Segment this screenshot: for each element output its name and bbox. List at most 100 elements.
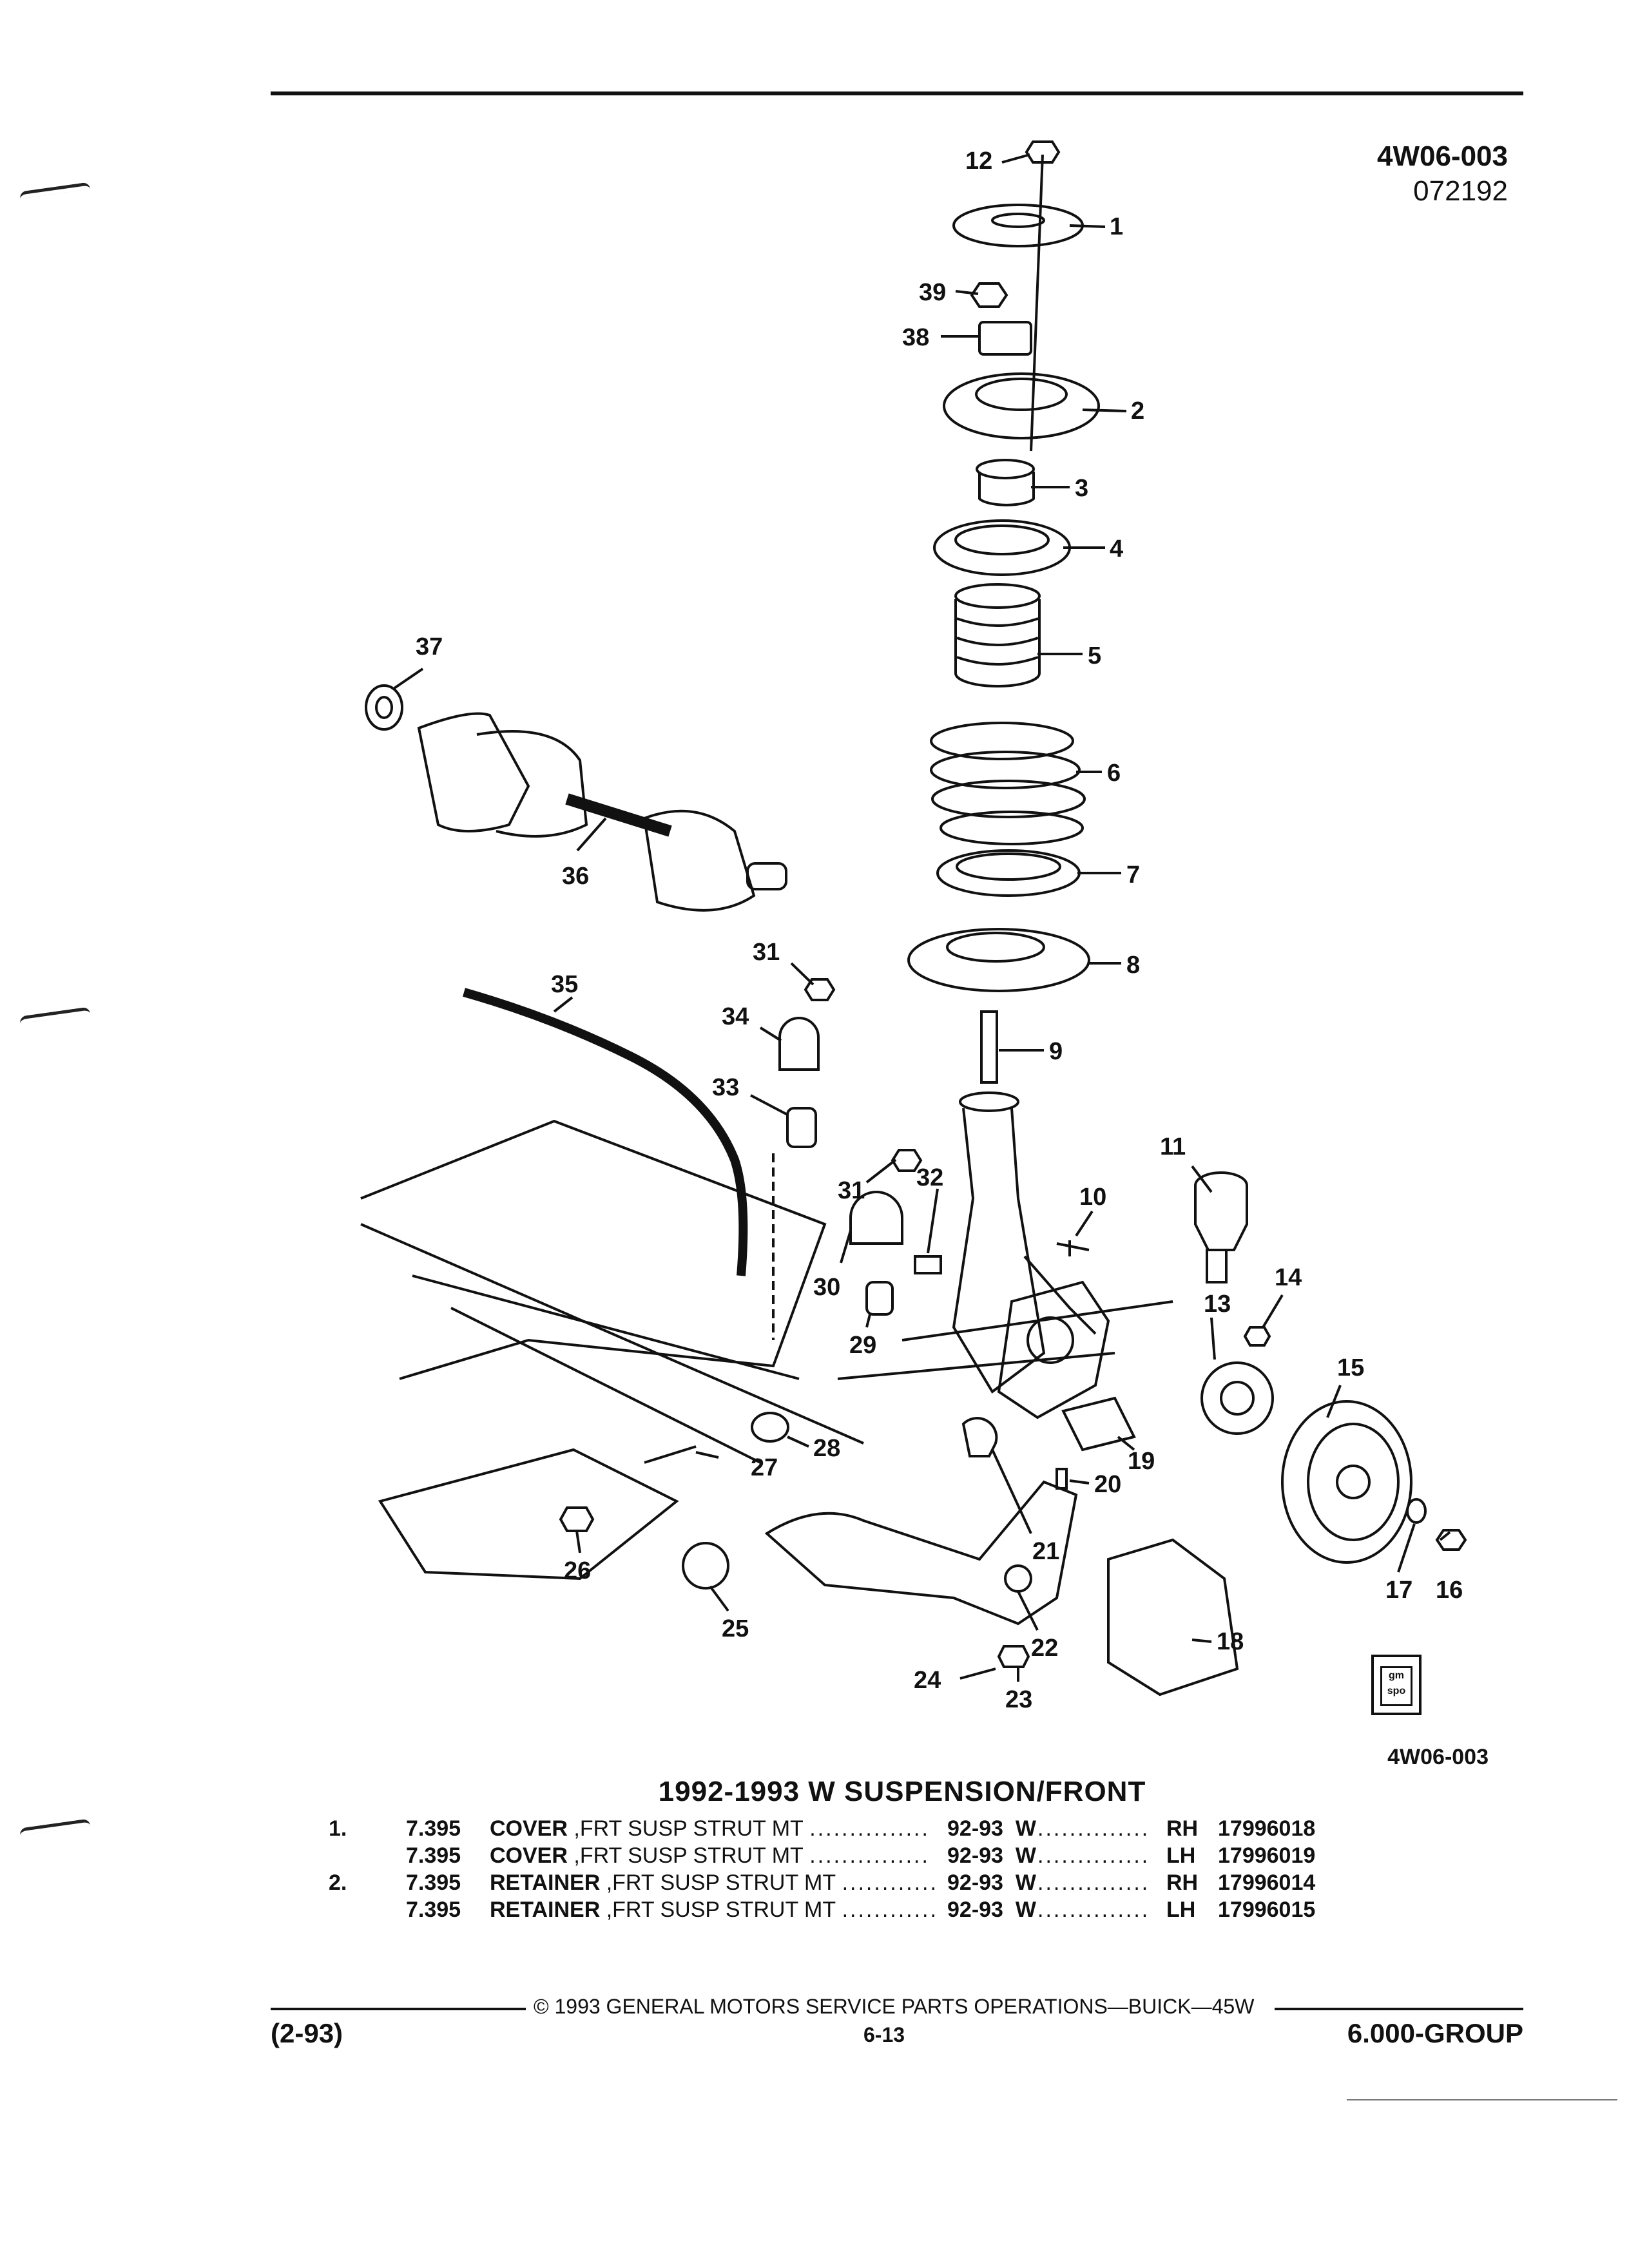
part-desc: ,FRT SUSP STRUT MT [574,1843,804,1868]
section-title: 1992-1993 W SUSPENSION/FRONT [658,1776,1146,1807]
copyright-line: © 1993 GENERAL MOTORS SERVICE PARTS OPER… [534,1995,1255,2018]
callout-23: 23 [1005,1686,1032,1713]
callout-39: 39 [919,279,946,306]
part-desc: ,FRT SUSP STRUT MT [574,1816,804,1841]
callout-21: 21 [1032,1538,1059,1565]
part-leader-dots: .............. [1037,1843,1150,1868]
part-desc: ,FRT SUSP STRUT MT [606,1897,836,1922]
part-description: RETAINER ,FRT SUSP STRUT MT ............ [490,1870,947,1897]
scan-line [1347,2099,1617,2100]
callout-35: 35 [551,971,578,998]
part-code: 7.395 [406,1816,461,1841]
gm-spo-logo: gm spo [1371,1655,1422,1715]
callout-24: 24 [914,1667,941,1694]
part-series: W [1015,1897,1036,1922]
callout-6: 6 [1107,760,1121,787]
callout-28: 28 [813,1435,840,1462]
callout-37: 37 [416,633,443,660]
callout-38: 38 [902,324,929,351]
part-name: RETAINER [490,1870,601,1895]
callout-2: 2 [1131,398,1144,425]
callout-36: 36 [562,863,589,890]
footer-rule-right [1275,2008,1523,2010]
callout-15: 15 [1337,1354,1364,1381]
part-desc: ,FRT SUSP STRUT MT [606,1870,836,1895]
callout-27: 27 [751,1454,778,1481]
nut-12-shape [1025,140,1061,164]
ref-date: 072192 [1413,175,1508,207]
diagram-bottom-ref: 4W06-003 [1387,1745,1489,1769]
part-number: 17996018 [1218,1816,1316,1841]
callout-11: 11 [1160,1133,1186,1160]
top-rule [271,91,1523,95]
leader-dots: ............ [842,1897,938,1922]
callout-17: 17 [1385,1577,1412,1604]
footer-rule-left [271,2008,526,2010]
part-years: 92-93 W [947,1897,1037,1924]
callout-4: 4 [1110,535,1123,562]
callout-34: 34 [722,1003,749,1030]
part-years: 92-93 W [947,1843,1037,1870]
part-year-range: 92-93 [947,1843,1003,1868]
part-code: 7.395 [406,1843,461,1868]
part-years: 92-93 W [947,1816,1037,1843]
callout-22: 22 [1031,1635,1058,1662]
callout-20: 20 [1094,1471,1121,1498]
part-number-index: 2. [329,1870,347,1895]
part-year-range: 92-93 [947,1897,1003,1922]
parts-row: 2. 7.395 RETAINER ,FRT SUSP STRUT MT .....… [329,1870,1327,1897]
part-side: RH [1166,1870,1199,1895]
leader-dots: ............... [809,1843,930,1868]
part-number: 17996014 [1218,1870,1316,1895]
part-name: COVER [490,1843,568,1868]
part-years: 92-93 W [947,1870,1037,1897]
callout-33: 33 [712,1074,739,1101]
callout-10: 10 [1079,1184,1106,1211]
callout-16: 16 [1436,1577,1463,1604]
callout-32: 32 [916,1164,943,1191]
leader-dots: ............ [842,1870,938,1895]
part-leader-dots: .............. [1037,1870,1150,1895]
callout-13: 13 [1204,1291,1231,1318]
part-description: RETAINER ,FRT SUSP STRUT MT ............ [490,1897,947,1924]
callout-31: 31 [753,939,780,966]
part-code: 7.395 [406,1870,461,1895]
callout-12: 12 [965,148,992,175]
part-side: RH [1166,1816,1199,1841]
part-year-range: 92-93 [947,1816,1003,1841]
margin-mark [19,1818,91,1836]
callout-18: 18 [1217,1628,1244,1655]
part-year-range: 92-93 [947,1870,1003,1895]
part-side: LH [1166,1897,1196,1922]
callout-31: 31 [838,1177,865,1204]
callout-3: 3 [1075,475,1088,502]
callout-30: 30 [813,1274,840,1301]
parts-row: 7.395 COVER ,FRT SUSP STRUT MT ..........… [329,1843,1327,1870]
callout-29: 29 [849,1332,876,1359]
callout-26: 26 [564,1557,591,1584]
callout-8: 8 [1126,952,1140,979]
page-number: 6-13 [863,2023,905,2046]
callout-25: 25 [722,1615,749,1642]
part-series: W [1015,1816,1036,1841]
part-series: W [1015,1843,1036,1868]
part-series: W [1015,1870,1036,1895]
date-code: (2-93) [271,2018,343,2048]
part-leader-dots: .............. [1037,1816,1150,1841]
callout-9: 9 [1049,1038,1063,1065]
group-label: 6.000-GROUP [1347,2018,1523,2048]
gm-spo-logo-text: gm spo [1380,1666,1412,1706]
parts-row: 7.395 RETAINER ,FRT SUSP STRUT MT .......… [329,1897,1327,1924]
callout-5: 5 [1088,642,1101,669]
part-number-index [329,1843,406,1870]
callout-1: 1 [1110,213,1123,240]
callout-19: 19 [1128,1448,1155,1475]
part-side: LH [1166,1843,1196,1868]
part-number-index [329,1897,406,1924]
part-number-index: 1. [329,1816,347,1841]
callout-7: 7 [1126,861,1140,889]
callout-14: 14 [1275,1264,1302,1291]
part-name: RETAINER [490,1897,601,1922]
part-code: 7.395 [406,1897,461,1922]
